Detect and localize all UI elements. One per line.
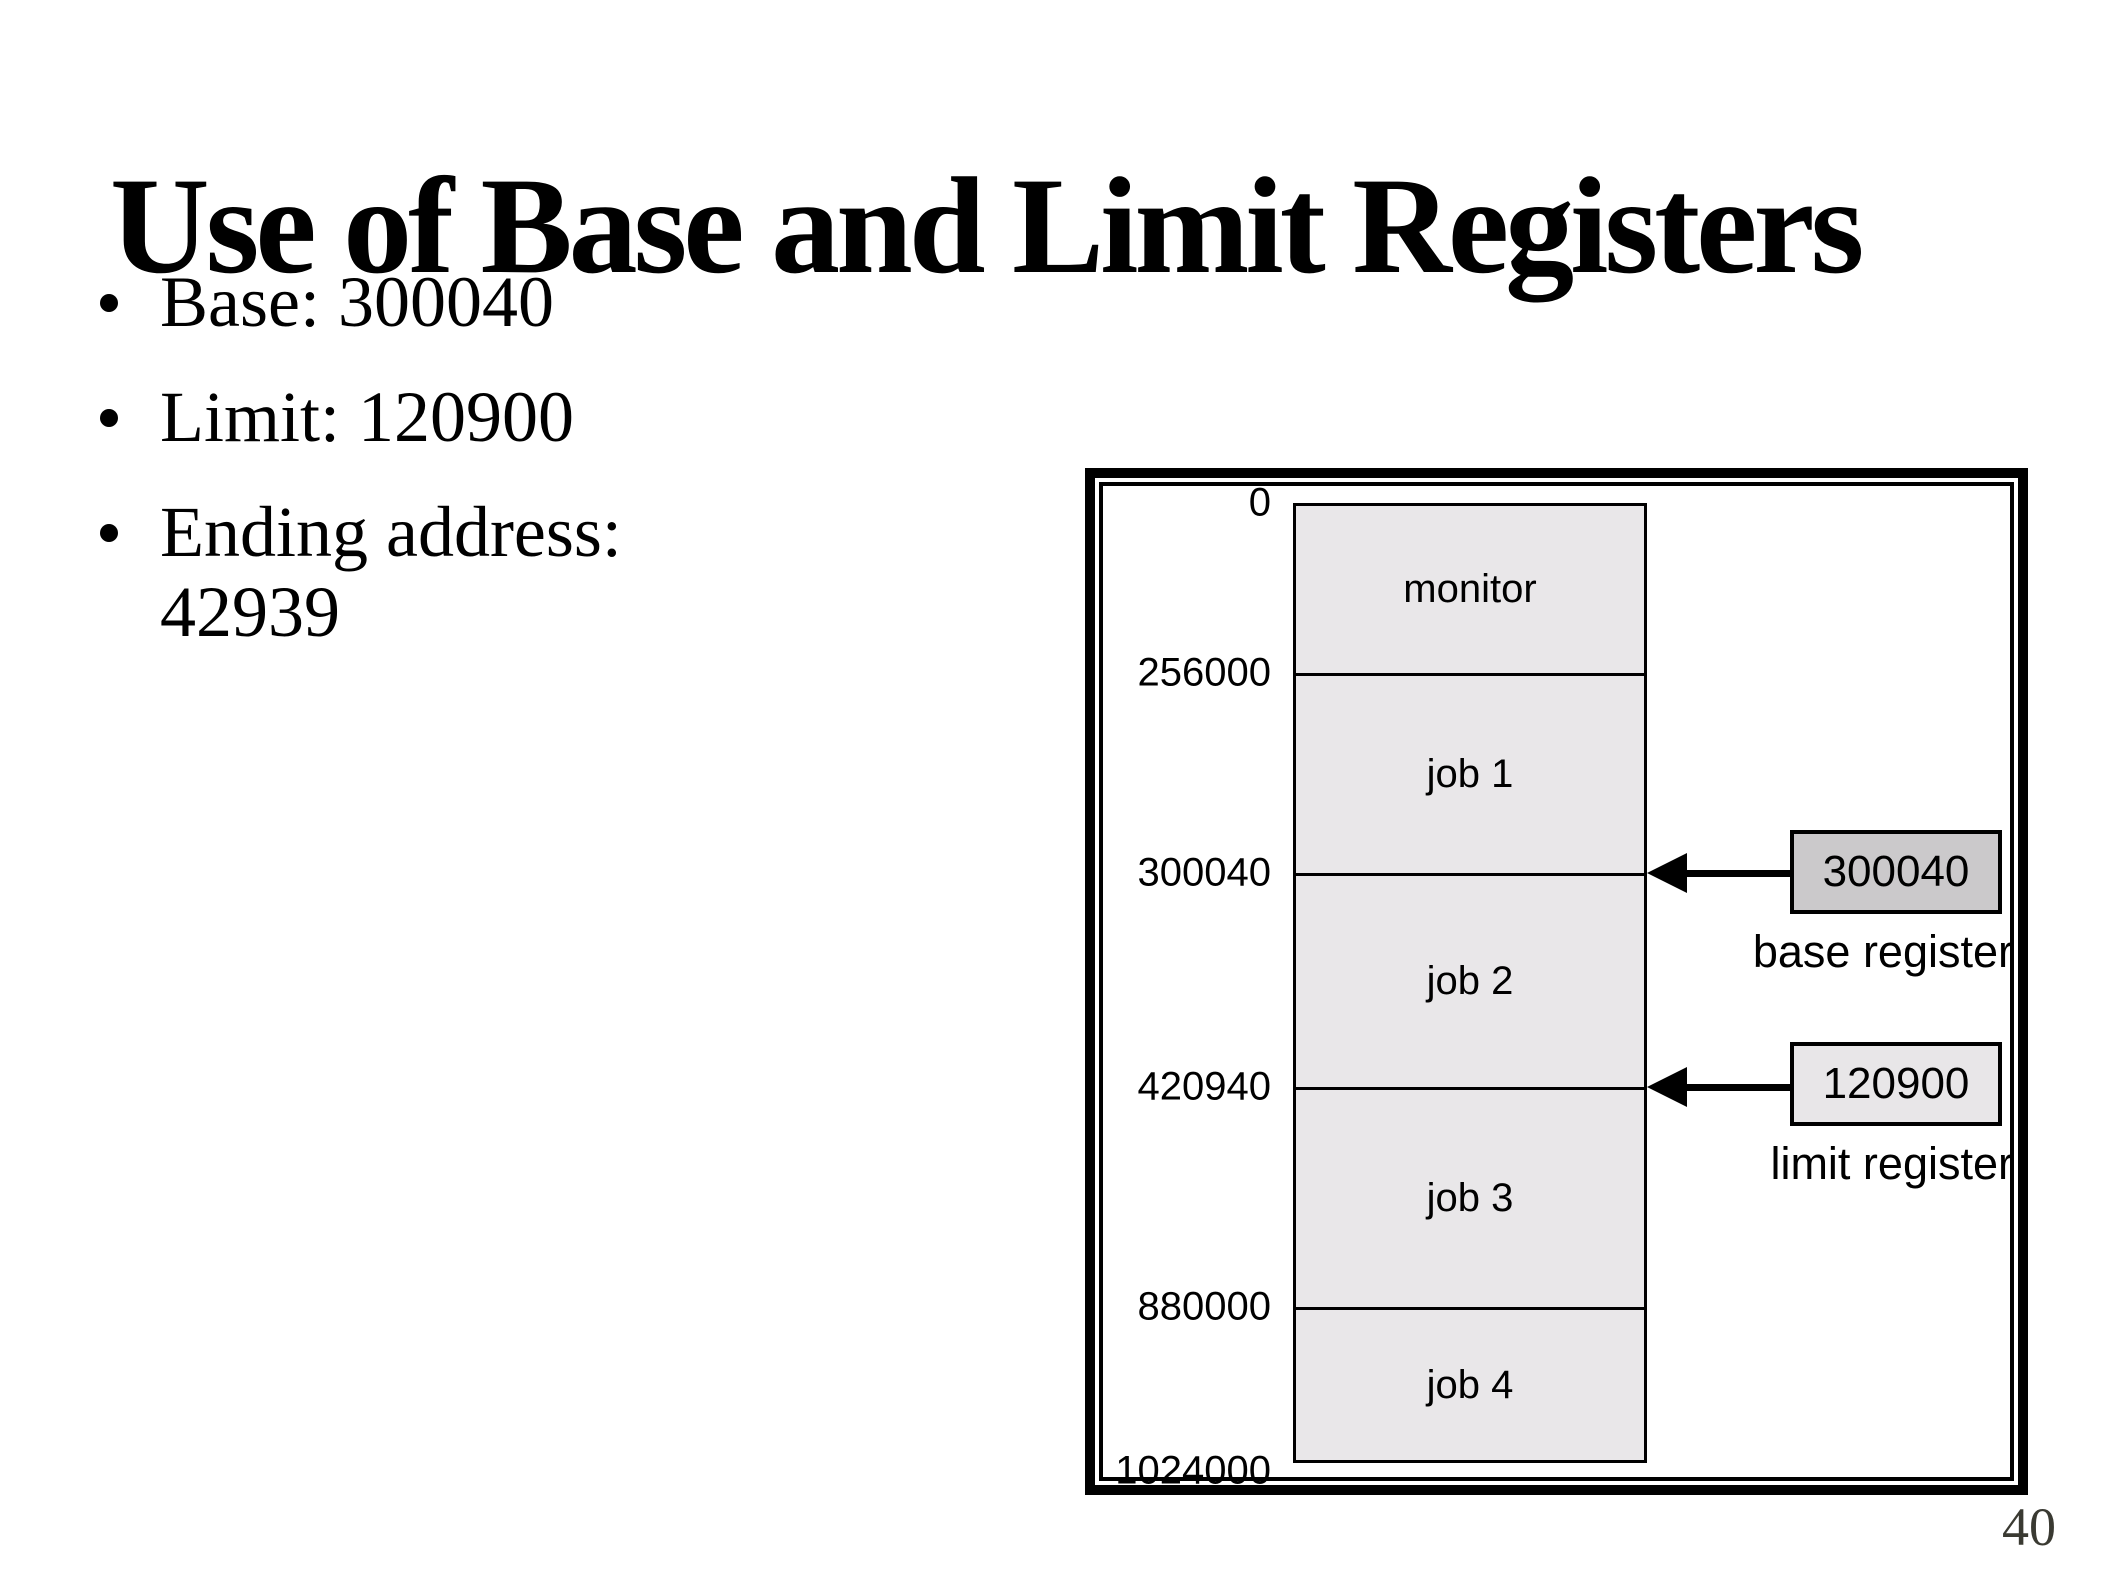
segment-label: job 3	[1426, 1176, 1514, 1220]
segment-label: monitor	[1403, 567, 1537, 611]
address-label: 0	[1248, 480, 1271, 525]
base-register-box: 300040	[1790, 830, 2002, 914]
address-label: 420940	[1137, 1064, 1271, 1109]
bullet-item: Ending address: 42939	[88, 492, 788, 652]
memory-segment-job3: job 3	[1296, 1090, 1644, 1310]
bullet-dot-icon	[100, 409, 118, 427]
address-label: 300040	[1137, 850, 1271, 895]
limit-arrow-head-icon	[1647, 1067, 1687, 1107]
bullet-item: Base: 300040	[88, 262, 788, 342]
bullet-text: Base: 300040	[160, 262, 554, 342]
limit-register-value: 120900	[1822, 1059, 1970, 1108]
page-number: 40	[2002, 1497, 2056, 1557]
bullet-text: Limit: 120900	[160, 377, 574, 457]
bullet-dot-icon	[100, 524, 118, 542]
address-label: 880000	[1137, 1284, 1271, 1329]
limit-register-label: limit register	[1770, 1138, 2013, 1189]
segment-label: job 2	[1426, 959, 1514, 1003]
bullet-dot-icon	[100, 294, 118, 312]
memory-diagram: monitor job 1 job 2 job 3 job 4 0 256000…	[1085, 468, 2028, 1495]
limit-arrow-line	[1683, 1084, 1793, 1091]
segment-label: job 1	[1426, 752, 1514, 796]
memory-segment-job2: job 2	[1296, 876, 1644, 1090]
bullet-item: Limit: 120900	[88, 377, 788, 457]
bullet-list: Base: 300040 Limit: 120900 Ending addres…	[88, 262, 788, 687]
base-arrow-line	[1683, 870, 1793, 877]
memory-column: monitor job 1 job 2 job 3 job 4	[1293, 503, 1647, 1463]
base-arrow-head-icon	[1647, 853, 1687, 893]
base-register-label: base register	[1752, 926, 2013, 977]
base-register-value: 300040	[1822, 847, 1970, 896]
memory-segment-job1: job 1	[1296, 676, 1644, 876]
address-label: 1024000	[1115, 1448, 1271, 1493]
memory-segment-job4: job 4	[1296, 1310, 1644, 1460]
address-label: 256000	[1137, 650, 1271, 695]
segment-label: job 4	[1426, 1362, 1514, 1407]
memory-segment-monitor: monitor	[1296, 506, 1644, 676]
limit-register-box: 120900	[1790, 1042, 2002, 1126]
slide-title: Use of Base and Limit Registers	[110, 149, 1864, 303]
bullet-text: Ending address: 42939	[160, 492, 622, 652]
